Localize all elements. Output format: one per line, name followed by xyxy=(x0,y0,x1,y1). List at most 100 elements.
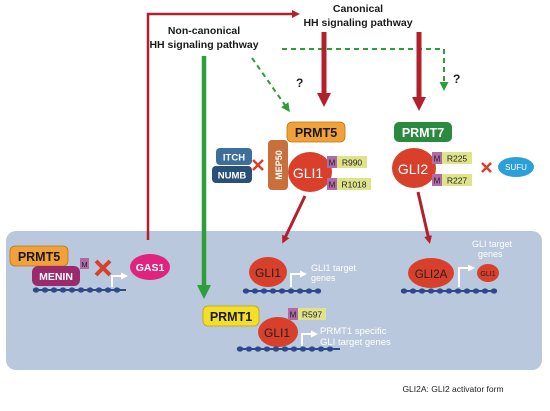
gli1-bottom-node xyxy=(258,317,298,347)
dna-bead xyxy=(290,346,298,352)
gli1-promoter-arrow xyxy=(290,270,307,287)
dna-bead xyxy=(59,287,67,293)
m-box-menin xyxy=(80,258,89,269)
dna-bead xyxy=(317,346,325,352)
dna-bead xyxy=(245,346,253,352)
dna-bead xyxy=(41,287,49,293)
prmt5-top-box xyxy=(286,121,346,143)
dna-bead xyxy=(263,346,271,352)
mep50-label: MEP50 xyxy=(274,150,284,180)
gas1-to-canonical-arrow xyxy=(146,10,300,240)
dna-bead xyxy=(95,287,103,293)
dna-bead xyxy=(113,287,121,293)
m-box-r225 xyxy=(432,152,442,164)
dna-bead xyxy=(418,288,426,294)
prmt1-box xyxy=(202,305,260,327)
dna-bead xyxy=(278,288,286,294)
gli1-nucleus-label: GLI1 xyxy=(255,266,281,280)
dna-bead xyxy=(281,346,289,352)
gli2-top-label: GLI2 xyxy=(398,161,429,177)
r597-box xyxy=(298,308,326,320)
itch-box xyxy=(216,148,252,165)
m-label-r597: M xyxy=(290,311,297,320)
sufu-inhibit-icon xyxy=(481,162,492,173)
dna-bead xyxy=(299,346,307,352)
prmt1-specific-line1: PRMT1 specific xyxy=(320,326,387,337)
gli2a-promoter-arrow xyxy=(458,264,475,287)
r1018-box xyxy=(337,178,371,190)
m-box-r1018 xyxy=(327,178,337,190)
canonical-title: Canonical xyxy=(333,3,383,15)
m-label-r990: M xyxy=(329,159,336,168)
prmt7-box xyxy=(394,122,452,142)
canonical-subtitle: HH signaling pathway xyxy=(303,17,412,29)
prmt1-promoter-arrow xyxy=(301,330,318,346)
gli1-bottom-label: GLI1 xyxy=(264,326,290,340)
dna-bead xyxy=(68,287,76,293)
m-box-r990 xyxy=(327,156,337,168)
dna-bead xyxy=(427,288,435,294)
gli1-translocate-arrow xyxy=(282,195,307,244)
dna-bead xyxy=(260,288,268,294)
dna-bead xyxy=(32,287,40,293)
prmt7-label: PRMT7 xyxy=(402,126,444,140)
dna-bead xyxy=(463,288,471,294)
m-label-r1018: M xyxy=(329,181,336,190)
gli1-top-node xyxy=(288,152,332,192)
dna-bead xyxy=(287,288,295,294)
noncanonical-subtitle: HH signaling pathway xyxy=(149,39,258,51)
dna-bead xyxy=(77,287,85,293)
dna-bead xyxy=(86,287,94,293)
dna-bead xyxy=(50,287,58,293)
dna-bead xyxy=(314,288,322,294)
r227-box xyxy=(442,174,472,186)
r227-label: R227 xyxy=(447,176,468,186)
r1018-label: R1018 xyxy=(341,180,366,190)
gli2a-label: GLI2A xyxy=(415,269,448,281)
prmt1-specific-line2: GLI target genes xyxy=(320,337,391,348)
dna-bead xyxy=(104,287,112,293)
prmt5-top-label: PRMT5 xyxy=(295,126,337,140)
dashed-green-arrow-to-prmt5 xyxy=(251,57,290,113)
gli1-top-label: GLI1 xyxy=(293,165,324,181)
m-box-r597 xyxy=(288,308,298,320)
dna-bead xyxy=(308,346,316,352)
gli2-top-node xyxy=(392,148,436,188)
dna-bead xyxy=(490,288,498,294)
gli2-translocate-arrow xyxy=(416,191,433,244)
r990-box xyxy=(337,156,367,168)
dashed-green-connector xyxy=(282,48,449,91)
dna-bead xyxy=(251,288,259,294)
r597-label: R597 xyxy=(302,310,323,320)
numb-box xyxy=(212,166,252,183)
dna-bead xyxy=(445,288,453,294)
gli1-target-genes-line2: genes xyxy=(311,273,336,283)
dna-bead xyxy=(436,288,444,294)
prmt1-label: PRMT1 xyxy=(210,310,252,324)
question-mark-right: ? xyxy=(453,72,460,86)
gas1-label: GAS1 xyxy=(136,262,165,274)
dna-bead xyxy=(305,288,313,294)
m-box-r227 xyxy=(432,174,442,186)
dna-bead xyxy=(472,288,480,294)
gli-target-genes-line2: genes xyxy=(478,249,503,259)
dna-bead xyxy=(409,288,417,294)
dna-bead xyxy=(236,346,244,352)
itch-numb-inhibit-icon xyxy=(252,159,264,171)
gas1-inhibit-x-icon xyxy=(94,259,112,277)
gli-target-genes-line1: GLI target xyxy=(472,239,513,249)
gas1-node xyxy=(130,254,170,280)
itch-label: ITCH xyxy=(223,153,245,164)
gli1-target-genes-line1: GLI1 target xyxy=(311,263,357,273)
r990-label: R990 xyxy=(342,158,363,168)
prmt5-nucleus-label: PRMT5 xyxy=(18,250,60,264)
dna-bead xyxy=(272,346,280,352)
dna-bead xyxy=(296,288,304,294)
gli1-small-node xyxy=(477,264,499,282)
gas1-promoter-arrow xyxy=(111,272,128,287)
m-label-menin: M xyxy=(81,260,87,269)
dna-bead xyxy=(269,288,277,294)
gli1-nucleus-node xyxy=(249,257,287,287)
menin-label: MENIN xyxy=(39,271,73,283)
